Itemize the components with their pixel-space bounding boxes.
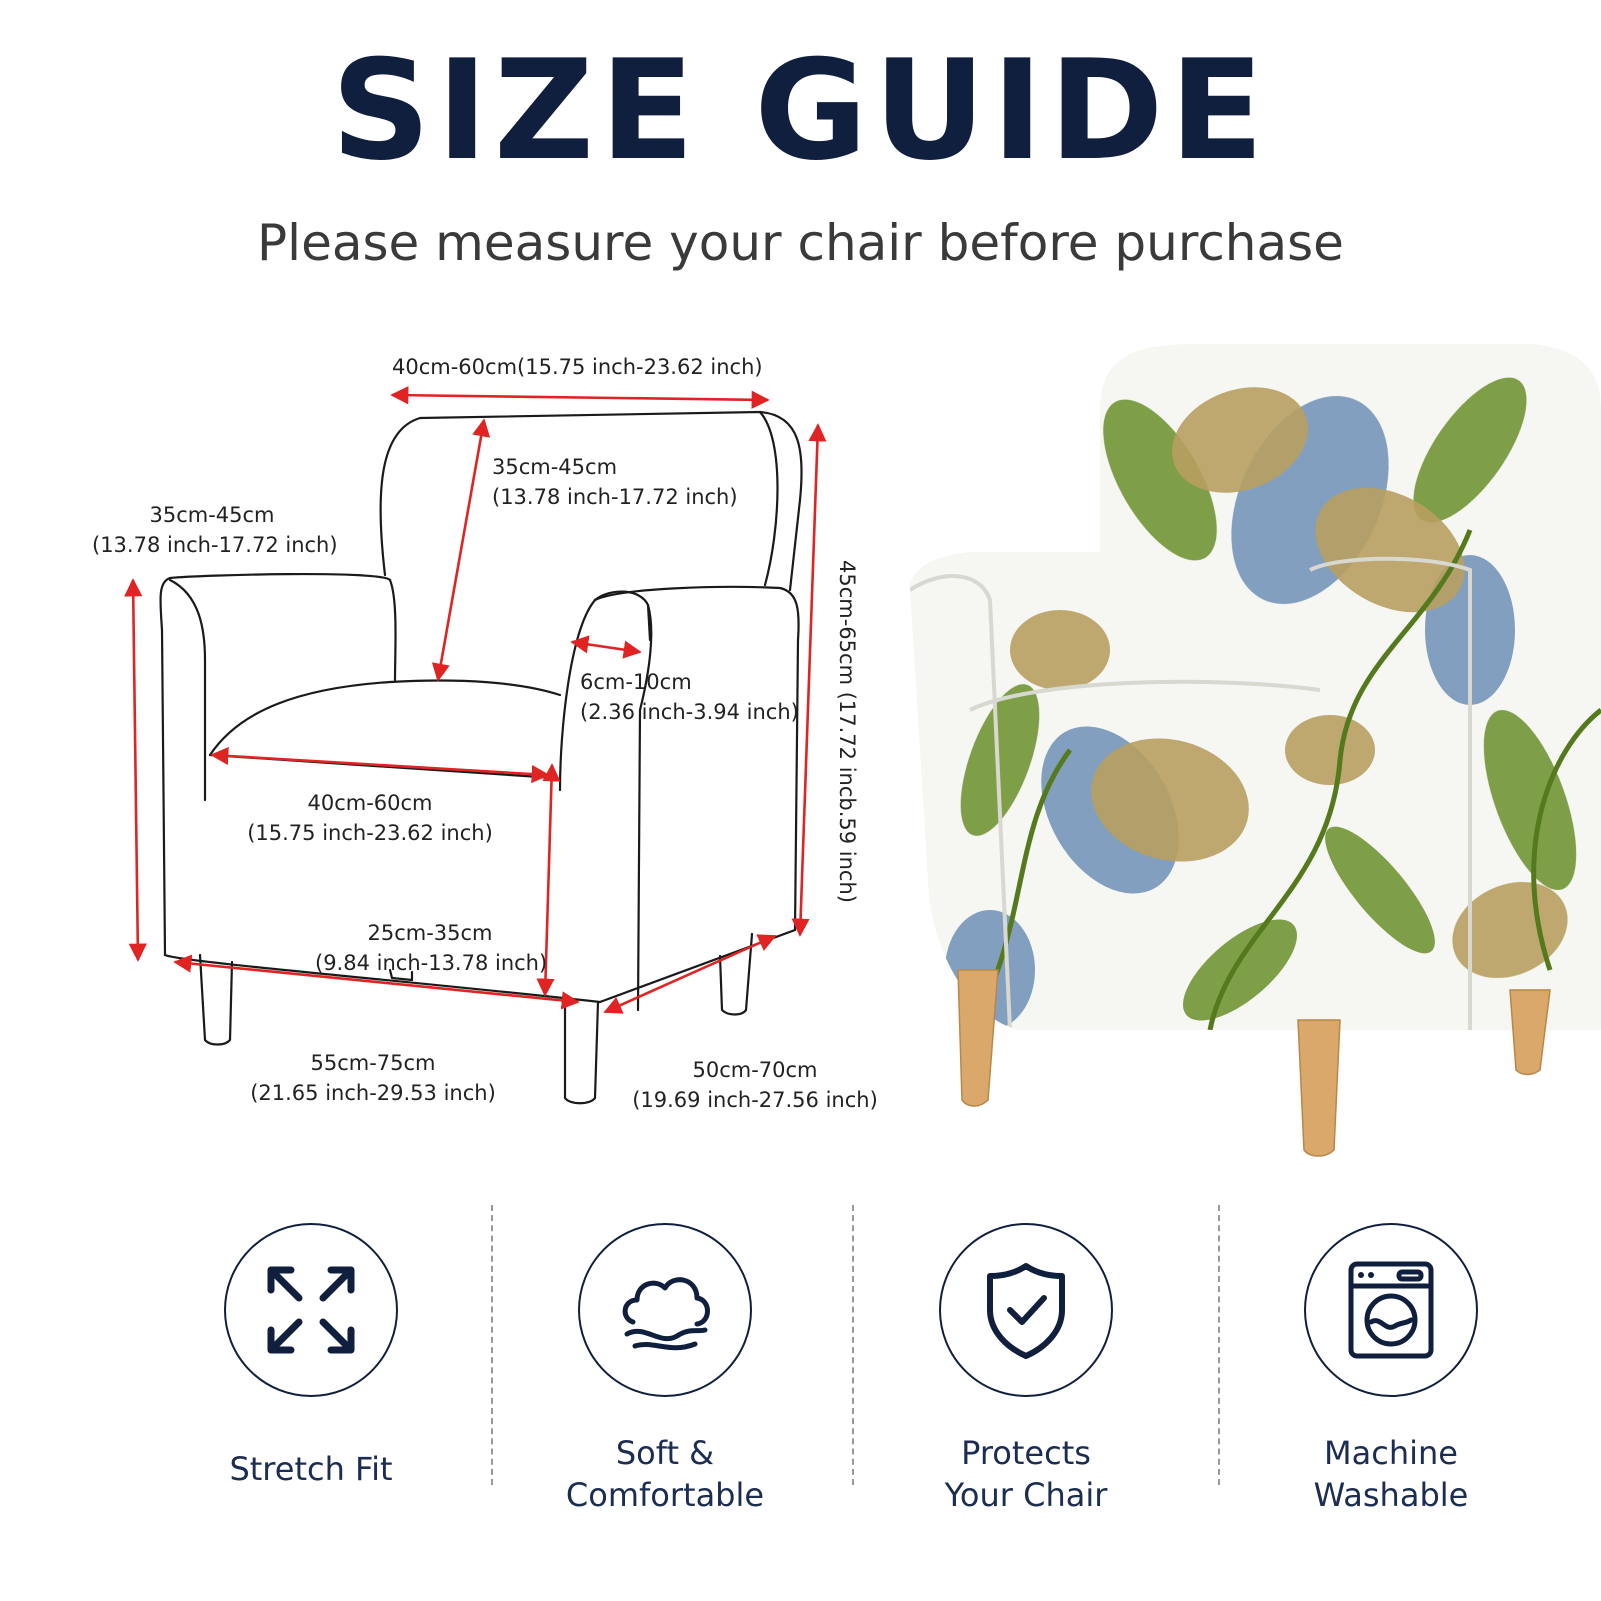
feature-machine-washable: Machine Washable bbox=[1211, 1205, 1571, 1516]
feature-label: Protects Your Chair bbox=[944, 1434, 1108, 1514]
floral-chair-photo bbox=[910, 330, 1601, 1160]
seat-depth-label: 25cm-35cm (9.84 inch-13.78 inch) bbox=[315, 921, 548, 976]
leg-front-left bbox=[957, 969, 999, 1107]
feature-stretch-fit: Stretch Fit bbox=[131, 1205, 491, 1491]
total-height-label: 45cm-65cm (17.72 incb.59 inch) bbox=[835, 560, 859, 903]
page-subtitle: Please measure your chair before purchas… bbox=[257, 214, 1344, 272]
feature-row: Stretch Fit Soft & Comfortable bbox=[0, 1205, 1601, 1525]
cloud-soft-icon bbox=[578, 1223, 752, 1397]
shield-check-icon bbox=[939, 1223, 1113, 1397]
leg-back-right bbox=[1509, 989, 1551, 1076]
arm-height-arrow bbox=[124, 578, 147, 962]
top-width-arrow bbox=[390, 386, 770, 409]
leg-front-right bbox=[1297, 1019, 1341, 1157]
arm-height-label: 35cm-45cm (13.78 inch-17.72 inch) bbox=[92, 503, 338, 558]
feature-label: Soft & Comfortable bbox=[565, 1434, 765, 1514]
page-title: SIZE GUIDE bbox=[331, 30, 1270, 191]
feature-soft-comfortable: Soft & Comfortable bbox=[485, 1205, 845, 1516]
feature-label: Machine Washable bbox=[1313, 1434, 1469, 1514]
top-width-label: 40cm-60cm(15.75 inch-23.62 inch) bbox=[392, 355, 763, 379]
feature-label: Stretch Fit bbox=[229, 1450, 393, 1488]
stretch-arrows-icon bbox=[224, 1223, 398, 1397]
feature-protects-chair: Protects Your Chair bbox=[846, 1205, 1206, 1516]
arm-width-arrow bbox=[570, 635, 642, 659]
feature-divider bbox=[1218, 1205, 1220, 1485]
washing-machine-icon bbox=[1304, 1223, 1478, 1397]
feature-divider bbox=[852, 1205, 854, 1485]
feature-divider bbox=[491, 1205, 493, 1485]
seat-width-arrow bbox=[210, 746, 550, 784]
floral-chair-illustration bbox=[910, 344, 1601, 1157]
side-depth-arrow bbox=[603, 934, 777, 1014]
side-depth-label: 50cm-70cm (19.69 inch-27.56 inch) bbox=[632, 1058, 878, 1113]
back-height-label: 35cm-45cm (13.78 inch-17.72 inch) bbox=[492, 455, 738, 510]
chair-outline-drawing bbox=[124, 386, 827, 1105]
back-height-arrow bbox=[431, 418, 491, 682]
chair-diagram: 40cm-60cm(15.75 inch-23.62 inch) 35cm-45… bbox=[0, 330, 900, 1130]
front-width-label: 55cm-75cm (21.65 inch-29.53 inch) bbox=[250, 1051, 496, 1106]
arm-width-label: 6cm-10cm (2.36 inch-3.94 inch) bbox=[580, 670, 799, 725]
total-height-arrow bbox=[791, 423, 827, 937]
front-width-arrow bbox=[173, 954, 580, 1010]
seat-width-label: 40cm-60cm (15.75 inch-23.62 inch) bbox=[247, 791, 493, 846]
